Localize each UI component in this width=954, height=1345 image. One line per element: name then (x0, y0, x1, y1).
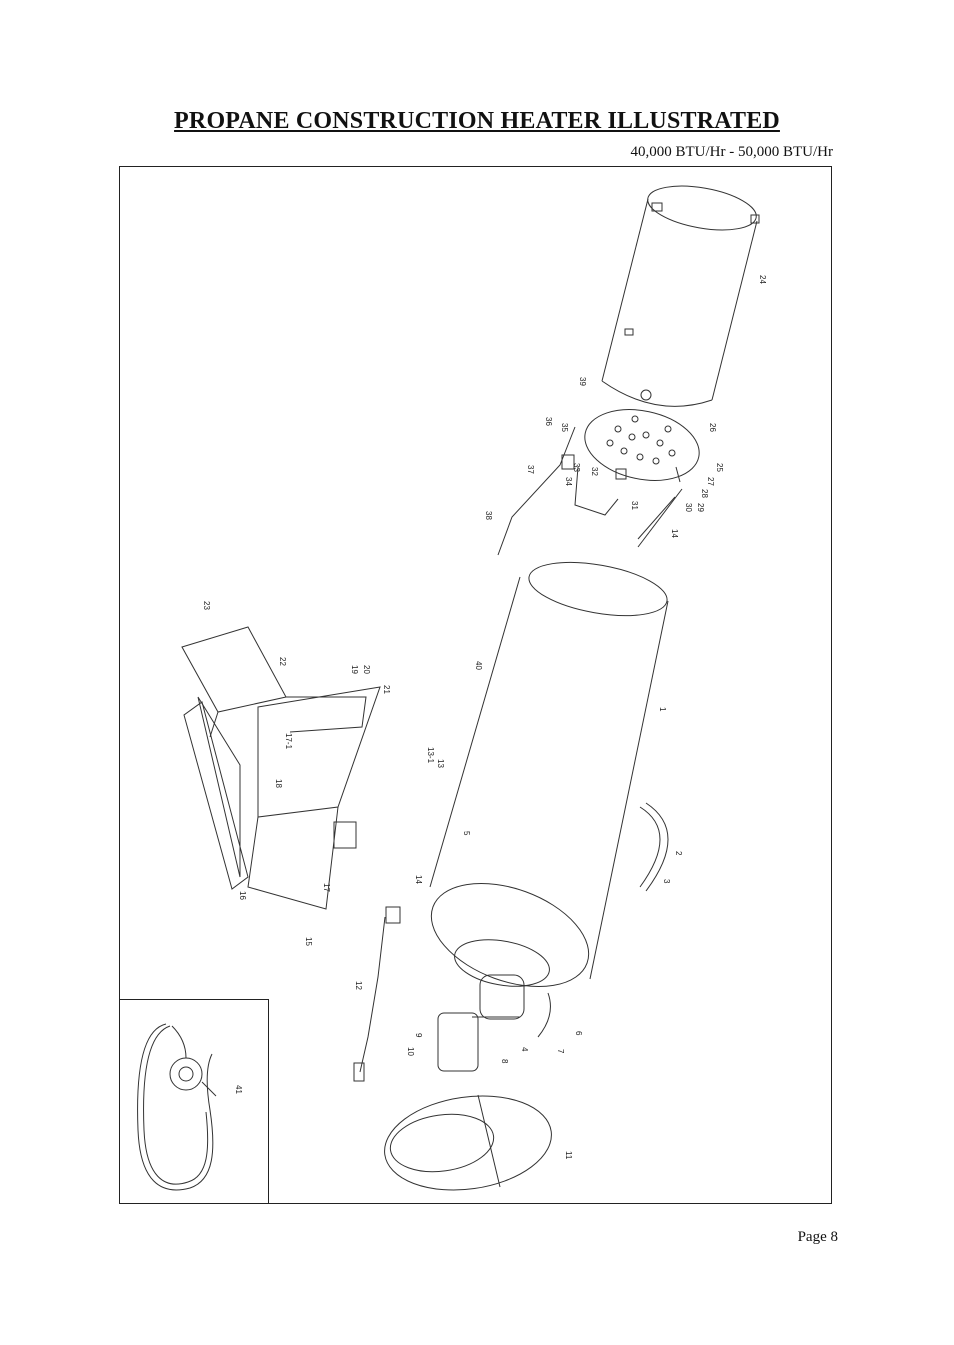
part-label-33: 33 (572, 463, 581, 472)
part-label-13-1: 13-1 (426, 747, 435, 764)
part-label-30: 30 (684, 503, 693, 512)
part-label-20: 20 (362, 665, 371, 674)
part-label-36: 36 (544, 417, 553, 426)
part-label-14-mid: 14 (414, 875, 423, 884)
base-ring-part-11 (384, 1094, 552, 1191)
part-label-37: 37 (526, 465, 535, 474)
part-label-4: 4 (520, 1047, 529, 1052)
part-label-11: 11 (564, 1151, 573, 1160)
part-label-34: 34 (564, 477, 573, 486)
fan-motor-part-4 (454, 939, 550, 1020)
part-label-18: 18 (274, 779, 283, 788)
part-label-28: 28 (700, 489, 709, 498)
part-label-25: 25 (715, 463, 724, 472)
part-label-40: 40 (474, 661, 483, 670)
part-label-7: 7 (556, 1049, 565, 1054)
gas-piping-part-38 (497, 426, 681, 556)
part-label-14-top: 14 (670, 529, 679, 538)
regulator-hose-drawing (137, 1023, 217, 1191)
control-box-part-19 (181, 626, 381, 910)
part-label-26: 26 (708, 423, 717, 432)
part-label-21: 21 (382, 685, 391, 694)
part-label-9: 9 (414, 1033, 423, 1038)
part-label-27: 27 (706, 477, 715, 486)
exploded-view-drawing: 24 39 26 25 27 28 29 30 31 32 33 34 35 3… (181, 185, 767, 1191)
part-label-1: 1 (658, 707, 667, 712)
part-label-31: 31 (630, 501, 639, 510)
part-label-12: 12 (354, 981, 363, 990)
part-label-23: 23 (202, 601, 211, 610)
part-label-10: 10 (406, 1047, 415, 1056)
part-label-8: 8 (500, 1059, 509, 1064)
burner-plate-part-25 (584, 389, 700, 481)
part-label-17-1: 17-1 (284, 733, 293, 750)
part-label-24: 24 (758, 275, 767, 284)
handle-part-2 (639, 802, 669, 892)
part-label-35: 35 (560, 423, 569, 432)
part-label-41: 41 (234, 1085, 243, 1094)
panel-part-16 (183, 701, 249, 890)
thermocouple-part-14 (637, 488, 683, 548)
part-labels: 24 39 26 25 27 28 29 30 31 32 33 34 35 3… (202, 275, 767, 1160)
part-label-5: 5 (462, 831, 471, 836)
part-label-13: 13 (436, 759, 445, 768)
diagram-frame: 24 39 26 25 27 28 29 30 31 32 33 34 35 3… (119, 166, 832, 1204)
page-number: Page 8 (797, 1229, 838, 1245)
part-label-16: 16 (238, 891, 247, 900)
power-cord-part-12 (353, 906, 401, 1082)
part-label-17: 17 (322, 883, 331, 892)
part-label-6: 6 (574, 1031, 583, 1036)
page-title: PROPANE CONSTRUCTION HEATER ILLUSTRATED (174, 108, 780, 134)
combustion-chamber-part-24 (601, 185, 760, 407)
part-label-3: 3 (662, 879, 671, 884)
page-subtitle: 40,000 BTU/Hr - 50,000 BTU/Hr (630, 144, 834, 160)
part-label-15: 15 (304, 937, 313, 946)
igniter-assembly-part-8 (437, 992, 551, 1072)
main-cylinder-part-1 (429, 561, 669, 988)
part-label-22: 22 (278, 657, 287, 666)
part-label-29: 29 (696, 503, 705, 512)
part-label-32: 32 (590, 467, 599, 476)
part-label-19: 19 (350, 665, 359, 674)
part-label-2: 2 (674, 851, 683, 856)
part-label-38: 38 (484, 511, 493, 520)
part-label-39: 39 (578, 377, 587, 386)
regulator-hose-inset (120, 999, 269, 1203)
